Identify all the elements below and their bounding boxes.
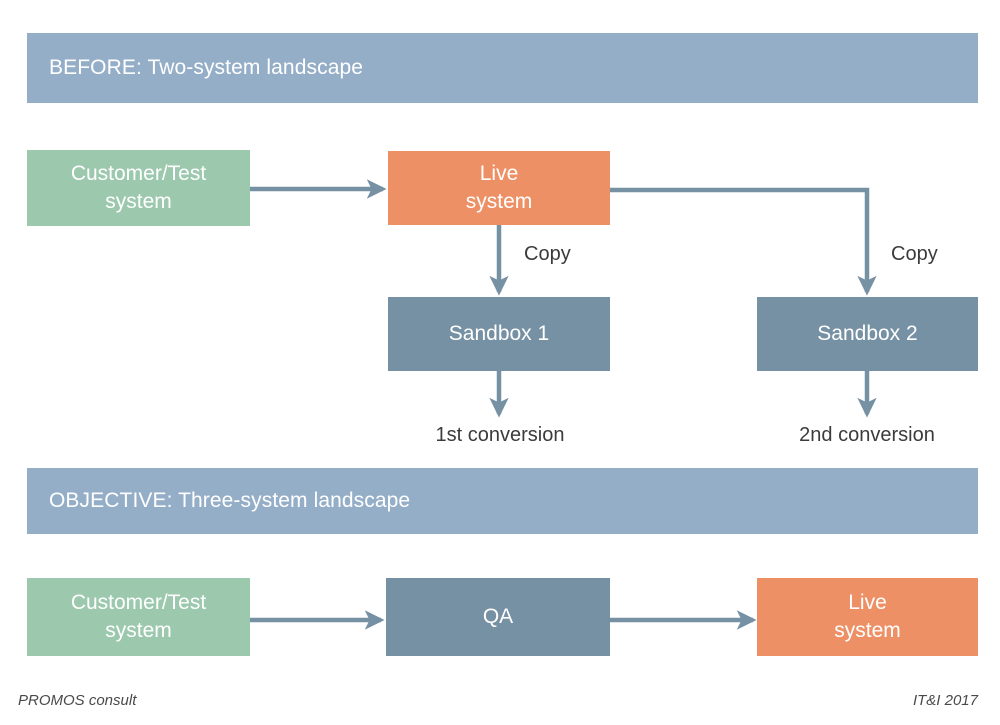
node-label: Live system — [465, 162, 533, 213]
footer-right-text: IT&I 2017 — [912, 692, 978, 709]
section-banner-objective: OBJECTIVE: Three-system landscape — [27, 468, 978, 534]
edge-label-copy-1: Copy — [524, 243, 571, 265]
node-customer-test-system-before[interactable]: Customer/Test system — [27, 150, 250, 226]
node-label: Sandbox 2 — [817, 322, 918, 346]
node-sandbox-1[interactable]: Sandbox 1 — [388, 297, 610, 371]
node-live-system-objective[interactable]: Live system — [757, 578, 978, 656]
node-sandbox-2[interactable]: Sandbox 2 — [757, 297, 978, 371]
node-qa[interactable]: QA — [386, 578, 610, 656]
footer-left-text: PROMOS consult — [18, 692, 137, 709]
edge-label-copy-2: Copy — [891, 243, 938, 265]
caption-1st-conversion: 1st conversion — [435, 424, 565, 446]
node-label: Sandbox 1 — [448, 322, 550, 346]
section-banner-before: BEFORE: Two-system landscape — [27, 33, 978, 103]
section-banner-objective-label: OBJECTIVE: Three-system landscape — [49, 489, 411, 512]
node-label: QA — [482, 605, 514, 629]
node-label: Customer/Test system — [70, 591, 207, 642]
connector-live-to-sandbox2 — [610, 187, 877, 296]
section-banner-before-label: BEFORE: Two-system landscape — [49, 56, 364, 79]
node-live-system-before[interactable]: Live system — [388, 151, 610, 225]
caption-2nd-conversion: 2nd conversion — [799, 424, 935, 446]
node-customer-test-system-objective[interactable]: Customer/Test system — [27, 578, 250, 656]
node-label: Customer/Test system — [70, 162, 207, 213]
node-label: Live system — [834, 591, 901, 642]
